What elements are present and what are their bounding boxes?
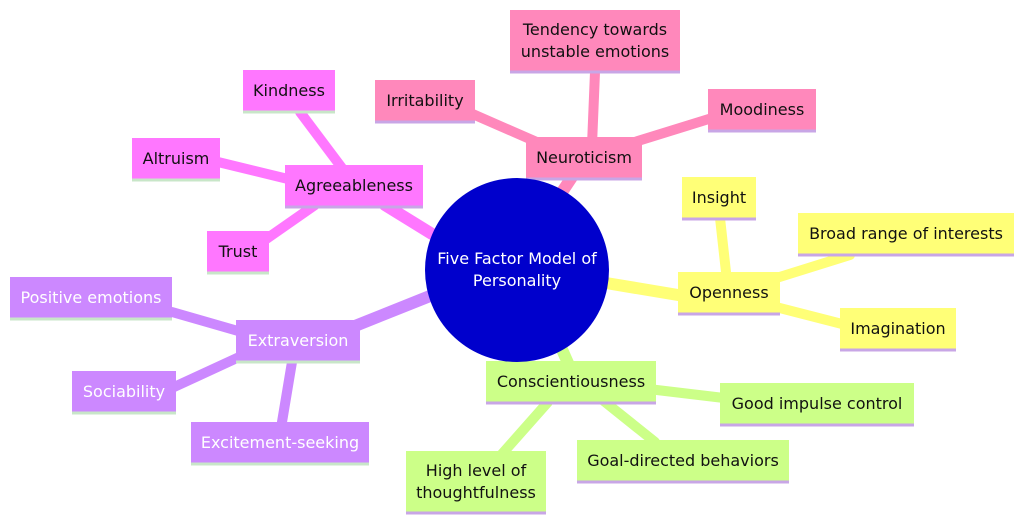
node-box-excitement: [191, 422, 369, 464]
edge-excitement: [277, 357, 297, 427]
branch-label-extraversion: Extraversion: [247, 331, 349, 351]
branch-label-neuroticism: Neuroticism: [536, 148, 632, 168]
leaf-label-insight: Insight: [691, 188, 747, 208]
node-box-moodiness: [708, 89, 816, 131]
node-box-extraversion: [236, 320, 360, 362]
leaf-label-sociability: Sociability: [82, 382, 166, 402]
leaf-label-positive-emotions: Positive emotions: [20, 288, 162, 308]
node-box-altruism: [132, 138, 220, 180]
central-node-circle: [425, 178, 609, 362]
node-box-irritability: [375, 80, 475, 122]
node-box-positive-emotions: [10, 277, 172, 319]
edge-goal-directed: [595, 393, 660, 447]
leaf-label-unstable-emotions: Tendency towards unstable emotions: [520, 20, 670, 61]
node-box-sociability: [72, 371, 176, 413]
edge-openness: [594, 276, 690, 302]
node-box-trust: [207, 231, 269, 273]
connector-lines: [167, 67, 855, 459]
node-box-openness: [678, 272, 780, 314]
leaf-label-broad-interests: Broad range of interests: [809, 224, 1003, 244]
node-box-goal-directed: [577, 440, 789, 482]
leaf-label-goal-directed: Goal-directed behaviors: [587, 451, 779, 471]
branch-label-agreeableness: Agreeableness: [295, 176, 413, 196]
node-box-insight: [682, 177, 756, 219]
node-box-agreeableness: [285, 165, 423, 207]
branch-label-conscientiousness: Conscientiousness: [496, 372, 646, 392]
edge-positive-emotions: [167, 307, 250, 338]
edge-agreeableness: [379, 199, 438, 240]
edge-unstable-emotions: [587, 67, 600, 150]
leaf-label-kindness: Kindness: [253, 81, 325, 101]
branch-label-openness: Openness: [689, 283, 769, 303]
edge-trust: [257, 200, 320, 247]
node-box-unstable-emotions: [510, 10, 680, 72]
leaf-label-irritability: Irritability: [386, 91, 464, 111]
leaf-label-thoughtfulness: High level of thoughtfulness: [416, 461, 536, 502]
node-box-broad-interests: [798, 213, 1014, 255]
edge-kindness: [295, 107, 350, 177]
edge-thoughtfulness: [497, 397, 553, 459]
edge-broad-interests: [765, 250, 855, 285]
node-box-impulse-control: [720, 383, 914, 425]
edge-insight: [715, 213, 731, 277]
central-node-label: Five Factor Model of Personality: [437, 249, 597, 290]
node-box-conscientiousness: [486, 361, 656, 403]
leaf-label-altruism: Altruism: [142, 149, 210, 169]
node-box-thoughtfulness: [406, 451, 546, 513]
leaf-label-imagination: Imagination: [850, 319, 946, 339]
node-boxes: [10, 10, 1014, 515]
edge-altruism: [213, 157, 297, 185]
node-box-imagination: [840, 308, 956, 350]
leaf-label-trust: Trust: [218, 242, 258, 262]
node-box-neuroticism: [526, 137, 642, 179]
leaf-label-moodiness: Moodiness: [719, 100, 805, 120]
leaf-label-excitement: Excitement-seeking: [200, 433, 360, 453]
leaf-label-impulse-control: Good impulse control: [731, 394, 903, 414]
edge-imagination: [763, 300, 851, 330]
node-box-kindness: [243, 70, 335, 112]
